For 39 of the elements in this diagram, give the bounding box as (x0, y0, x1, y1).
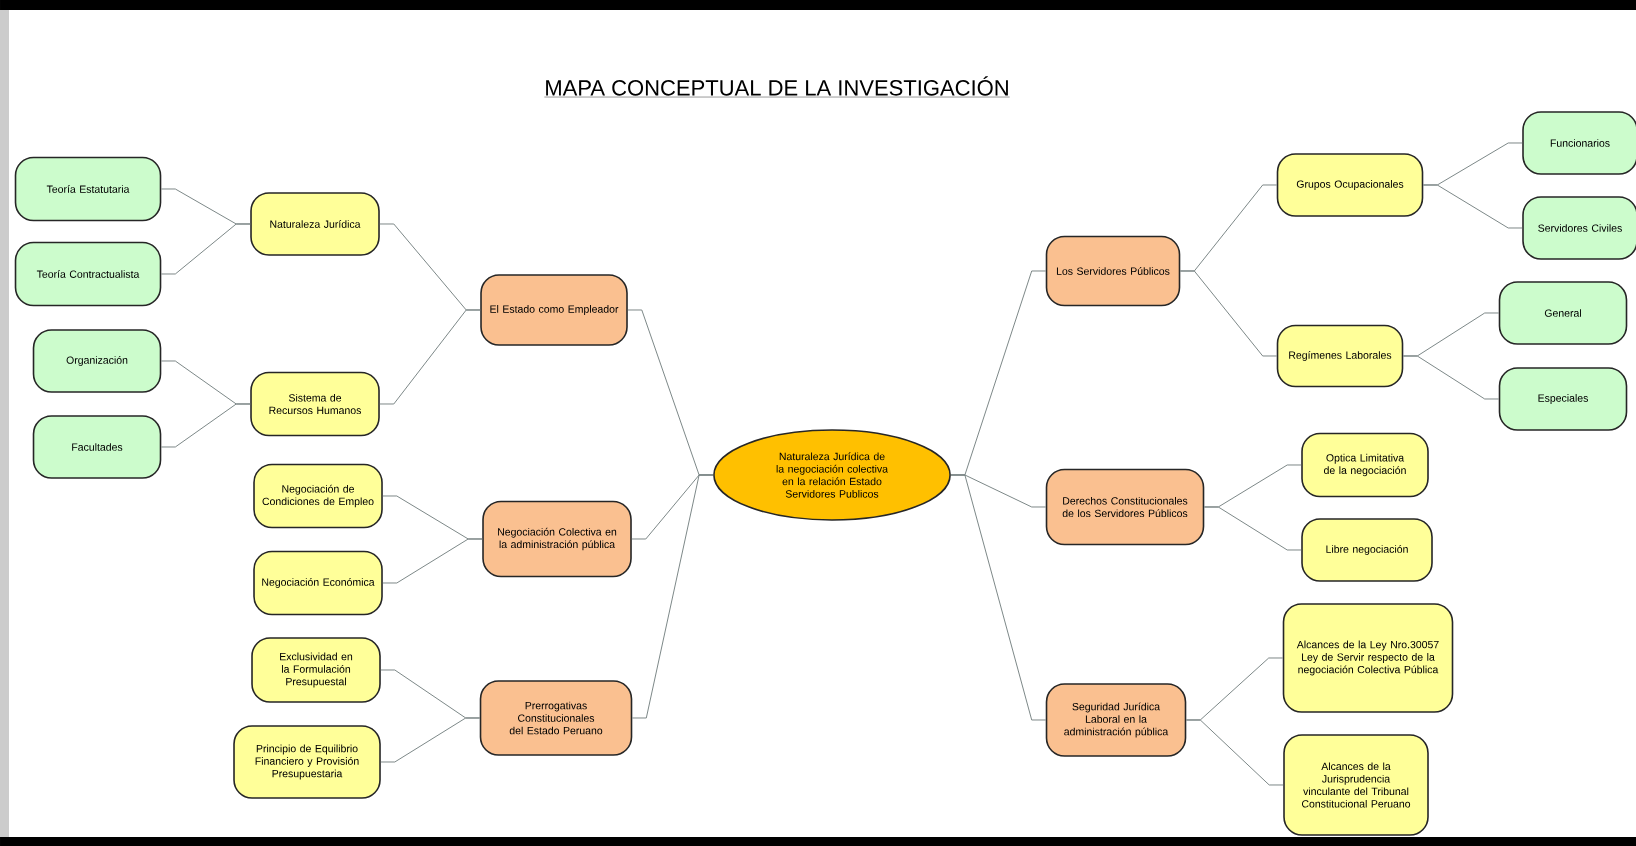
connector-line (1402, 355, 1500, 400)
concept-box: Funcionarios (1522, 111, 1636, 175)
concept-box: Libre negociación (1301, 518, 1433, 582)
concept-box: Organización (32, 329, 162, 393)
concept-box: Negociación de Condiciones de Empleo (253, 463, 383, 529)
concept-box: Regímenes Laborales (1276, 324, 1404, 388)
concept-box: Exclusividad en la Formulación Presupuestal (251, 637, 381, 703)
connector-line (1185, 719, 1284, 786)
connector-line (1422, 184, 1523, 229)
concept-box: El Estado como Empleador (480, 274, 628, 346)
concept-box: Alcances de la Ley Nro.30057 Ley de Servir respecto de la negociación Colectiva Pública (1282, 603, 1454, 713)
connector-line (160, 403, 251, 448)
connector-line (1203, 506, 1302, 551)
concept-box: Naturaleza Jurídica (250, 192, 380, 256)
concept-box: Sistema de Recursos Humanos (250, 371, 380, 437)
concept-box: General (1498, 281, 1628, 345)
title: MAPA CONCEPTUAL DE LA INVESTIGACIÓN (544, 76, 1010, 98)
concept-box: Teoría Estatutaria (14, 156, 162, 222)
connector-line (382, 538, 483, 584)
connector-line (379, 309, 481, 405)
concept-box: Derechos Constitucionales de los Servidores Públicos (1045, 468, 1205, 546)
concept-box: Teoría Contractualista (14, 241, 162, 307)
concept-box: Principio de Equilibrio Financiero y Provisión Presupuestaria (233, 725, 381, 799)
concept-box: Los Servidores Públicos (1045, 235, 1181, 307)
concept-box: Alcances de la Jurisprudencia vinculante del Tribunal Constitucional Peruano (1283, 734, 1429, 836)
concept-box: Especiales (1498, 367, 1628, 431)
connector-line (631, 474, 714, 719)
concept-box: Negociación Colectiva en la administración pública (482, 500, 632, 578)
connector-line (160, 223, 251, 275)
concept-box: Seguridad Jurídica Laboral en la administración pública (1045, 683, 1187, 757)
concept-box: Servidores Civiles (1522, 196, 1636, 260)
connector-line (380, 717, 481, 763)
connector-line (950, 474, 1047, 721)
concept-box: Prerrogativas Constitucionales del Estado Peruano (479, 680, 633, 756)
concept-box: Optica Limitativa de la negociación (1301, 432, 1429, 498)
concept-box: Grupos Ocupacionales (1276, 153, 1424, 217)
concept-box: Facultades (32, 415, 162, 479)
connector-line (1179, 270, 1278, 357)
concept-box: Negociación Económica (253, 550, 383, 616)
